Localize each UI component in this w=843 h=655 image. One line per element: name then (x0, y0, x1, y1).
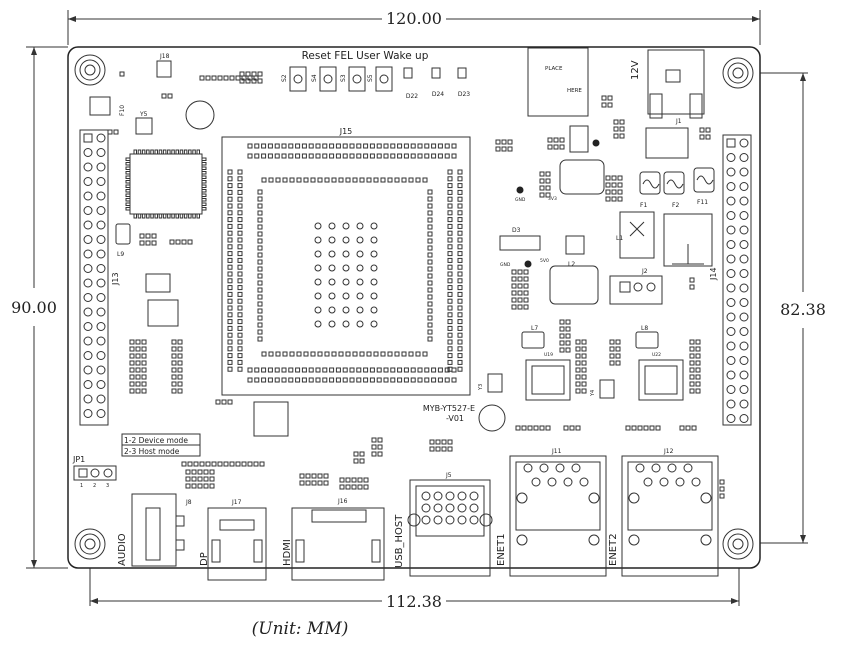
label-hdmi: HDMI (282, 539, 293, 566)
label-dp: DP (199, 552, 210, 566)
label-j13: J13 (111, 272, 120, 286)
mount-hole-br (722, 528, 754, 560)
label-j11: J11 (551, 448, 562, 455)
label-l9: L9 (117, 251, 124, 258)
header-j14: J14 (709, 134, 752, 426)
label-j12: J12 (663, 448, 674, 455)
buttons: S2 S4 S3 S5 (281, 66, 393, 92)
label-u22: U22 (652, 352, 661, 358)
label-d22: D22 (406, 93, 418, 100)
label-d24: D24 (432, 91, 444, 98)
connector-enet1: J11 ENET1 (496, 448, 607, 577)
dimension-right: 82.38 (754, 72, 826, 544)
button-s3: S3 (340, 66, 366, 92)
label-j14: J14 (709, 267, 718, 281)
label-5v0: 5V0 (540, 258, 549, 264)
label-audio: AUDIO (117, 533, 128, 566)
label-f1: F1 (640, 202, 647, 209)
buttons-title: Reset FEL User Wake up (302, 50, 429, 62)
button-s5: S5 (367, 66, 393, 92)
dim-height-total: 90.00 (11, 298, 57, 317)
label-enet1: ENET1 (496, 533, 507, 566)
soc-j15: J15 (221, 127, 471, 396)
label-gnd-2: GND (500, 262, 511, 268)
label-l8: L8 (641, 325, 648, 332)
board-outline (67, 46, 761, 569)
label-j2: J2 (641, 268, 648, 275)
button-s4: S4 (311, 66, 337, 92)
label-usb-host: USB_HOST (394, 514, 405, 568)
jp1-pin-2: 2 (93, 483, 96, 489)
place-text: PLACE (545, 66, 563, 72)
left-components: L9 F10 Y5 J18 (89, 53, 207, 327)
label-d23: D23 (458, 91, 470, 98)
label-3v3: 3V3 (548, 196, 557, 202)
label-f2: F2 (672, 202, 679, 209)
power-components: F1 F2 F11 L1 L2 J2 D3 GND GND 3V3 5V0 (499, 125, 715, 305)
label-j18: J18 (159, 53, 170, 60)
label-f10: F10 (119, 105, 126, 116)
label-j1: J1 (675, 118, 682, 125)
label-y3: Y3 (478, 384, 484, 391)
smd-pads (107, 71, 725, 499)
label-u19: U19 (544, 352, 553, 358)
button-s2: S2 (281, 66, 307, 92)
here-text: HERE (567, 88, 582, 94)
board-name: MYB-YT527-E (423, 404, 475, 413)
label-gnd: GND (515, 197, 526, 203)
label-d3: D3 (512, 227, 521, 234)
label-l1: L1 (616, 235, 623, 242)
jumper-jp1: JP1 1 2 3 (72, 455, 117, 489)
dimension-bottom: 112.38 (89, 560, 740, 611)
board-rev: -V01 (446, 414, 464, 423)
leds: D22 D24 D23 (403, 67, 470, 100)
label-y5: Y5 (139, 111, 148, 118)
usb-mode-device: 1-2 Device mode (124, 436, 188, 445)
dimension-top: 120.00 (67, 9, 761, 45)
label-jp1: JP1 (72, 455, 85, 464)
mount-hole-tr (722, 57, 754, 89)
label-s5: S5 (367, 74, 374, 82)
battery-fiducial (185, 100, 215, 130)
jp1-pin-3: 3 (106, 483, 109, 489)
fiducial (478, 404, 506, 432)
unit-caption: (Unit: MM) (252, 619, 349, 639)
connector-usb-host: J5 USB_HOST (394, 472, 493, 577)
connector-enet2: J12 ENET2 (608, 448, 719, 577)
usb-mode-host: 2-3 Host mode (124, 447, 180, 456)
label-j16: J16 (337, 498, 348, 505)
label-j17: J17 (231, 499, 242, 506)
mounting-holes (74, 54, 754, 560)
usb-mode-table: 1-2 Device mode 2-3 Host mode (121, 433, 201, 457)
label-l2: L2 (568, 261, 575, 268)
dim-width-total: 120.00 (386, 9, 442, 28)
label-s3: S3 (340, 74, 347, 82)
shield-square (253, 401, 289, 437)
connector-hdmi: J16 HDMI (282, 498, 385, 581)
connector-audio: J8 AUDIO (117, 493, 192, 567)
label-enet2: ENET2 (608, 533, 619, 566)
connector-dp: J17 DP (199, 499, 267, 581)
dim-hole-span-y: 82.38 (780, 300, 826, 319)
label-j8: J8 (185, 499, 192, 506)
label-s4: S4 (311, 74, 318, 82)
label-s2: S2 (281, 74, 288, 82)
dimension-left: 90.00 (11, 46, 68, 569)
label-l7: L7 (531, 325, 538, 332)
mount-hole-bl (74, 528, 106, 560)
place-here-area: PLACE HERE (527, 47, 589, 117)
dim-hole-span-x: 112.38 (386, 592, 442, 611)
power-jack-12v: 12V J1 (630, 49, 705, 125)
label-j5: J5 (445, 472, 452, 479)
label-y4: Y4 (590, 390, 596, 397)
mount-hole-tl (74, 54, 106, 86)
label-12v: 12V (630, 60, 641, 80)
jp1-pin-1: 1 (80, 483, 83, 489)
label-soc: J15 (339, 127, 353, 136)
header-j13: J13 (79, 129, 120, 426)
label-f11: F11 (697, 199, 708, 206)
ethernet-phys: L7 L8 U19 U22 Y3 Y4 (478, 325, 684, 401)
